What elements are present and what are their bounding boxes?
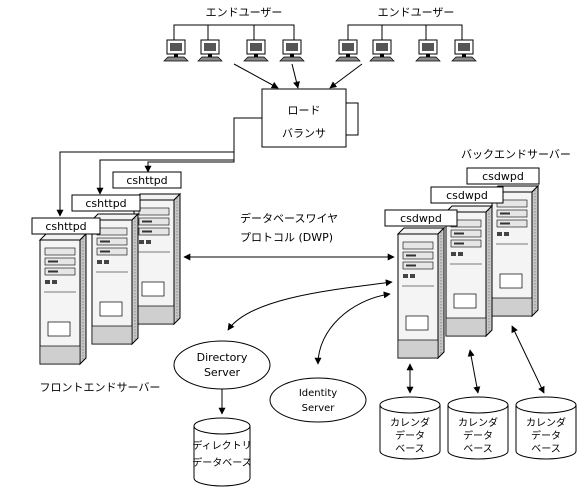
user-to-balancer-arrows: [233, 63, 363, 89]
server-tower-icon: [133, 193, 181, 325]
directory-db-line1: ディレクトリ: [192, 439, 251, 452]
directory-db-line2: データベース: [192, 456, 252, 469]
directory-database: ディレクトリ データベース: [192, 417, 252, 487]
dwp-link: データベースワイヤ プロトコル (DWP): [183, 211, 395, 261]
calendar-db-2-line1: カレンダ: [458, 416, 498, 429]
directory-server: Directory Server: [173, 340, 271, 390]
calendar-database-3: カレンダ データ ベース: [515, 396, 577, 460]
identity-backend-link: [314, 291, 391, 365]
front-end-servers-label: フロントエンドサーバー: [40, 381, 161, 394]
balancer-to-frontend-connectors: [56, 117, 262, 217]
directory-server-line1: Directory: [197, 351, 248, 364]
front-end-label-2: cshttpd: [85, 197, 126, 210]
end-users-left-group: エンドユーザー: [163, 6, 305, 62]
back-end-label-3: csdwpd: [482, 170, 524, 183]
workstation-icon: [279, 39, 305, 62]
calendar-db-3-line3: ベース: [531, 443, 561, 455]
calendar-database-1: カレンダ データ ベース: [379, 396, 441, 460]
calendar-db-1-line1: カレンダ: [390, 416, 430, 429]
load-balancer-label-line1: ロード: [288, 104, 321, 117]
front-end-label-3: cshttpd: [126, 174, 167, 187]
back-end-servers-label: バックエンドサーバー: [461, 148, 571, 161]
front-end-server-stack: cshttpd cshttpd cshttpd フロントエンドサーバー: [31, 171, 182, 394]
end-users-left-label: エンドユーザー: [206, 6, 283, 19]
directory-server-line2: Server: [204, 366, 241, 379]
front-end-label-1: cshttpd: [45, 220, 86, 233]
protocol-label-line2: プロトコル (DWP): [240, 231, 333, 244]
workstation-icon: [197, 39, 223, 62]
workstation-icon: [369, 39, 395, 62]
calendar-database-2: カレンダ データ ベース: [447, 396, 509, 460]
workstation-icon: [451, 39, 477, 62]
end-users-right-group: エンドユーザー: [335, 6, 477, 62]
workstation-icon: [415, 39, 441, 62]
calendar-db-3-line1: カレンダ: [526, 416, 566, 429]
back-end-label-2: csdwpd: [446, 189, 488, 202]
server-tower-icon: [491, 185, 539, 317]
server-tower-icon: [397, 227, 445, 359]
calendar-db-1-line2: データ: [395, 429, 425, 442]
calendar-db-3-line2: データ: [531, 429, 561, 442]
identity-server-line1: Identity: [299, 388, 337, 399]
identity-server: Identity Server: [269, 377, 367, 423]
calendar-db-2-line2: データ: [463, 429, 493, 442]
back-end-server-stack: バックエンドサーバー csdwpd csdwpd csdwpd: [384, 148, 571, 359]
end-users-right-label: エンドユーザー: [378, 6, 455, 19]
backend-to-calendar-arrows: [406, 325, 545, 394]
frontend-directory-link: [227, 279, 393, 331]
protocol-label-line1: データベースワイヤ: [240, 211, 338, 225]
server-tower-icon: [39, 233, 87, 365]
calendar-db-2-line3: ベース: [463, 443, 493, 455]
workstation-icon: [163, 39, 189, 62]
load-balancer: ロード バランサ: [261, 88, 359, 148]
back-end-label-1: csdwpd: [400, 212, 442, 225]
calendar-db-1-line3: ベース: [395, 443, 425, 455]
workstation-icon: [335, 39, 361, 62]
load-balancer-label-line2: バランサ: [282, 127, 326, 140]
identity-server-line2: Server: [302, 403, 336, 414]
workstation-icon: [243, 39, 269, 62]
